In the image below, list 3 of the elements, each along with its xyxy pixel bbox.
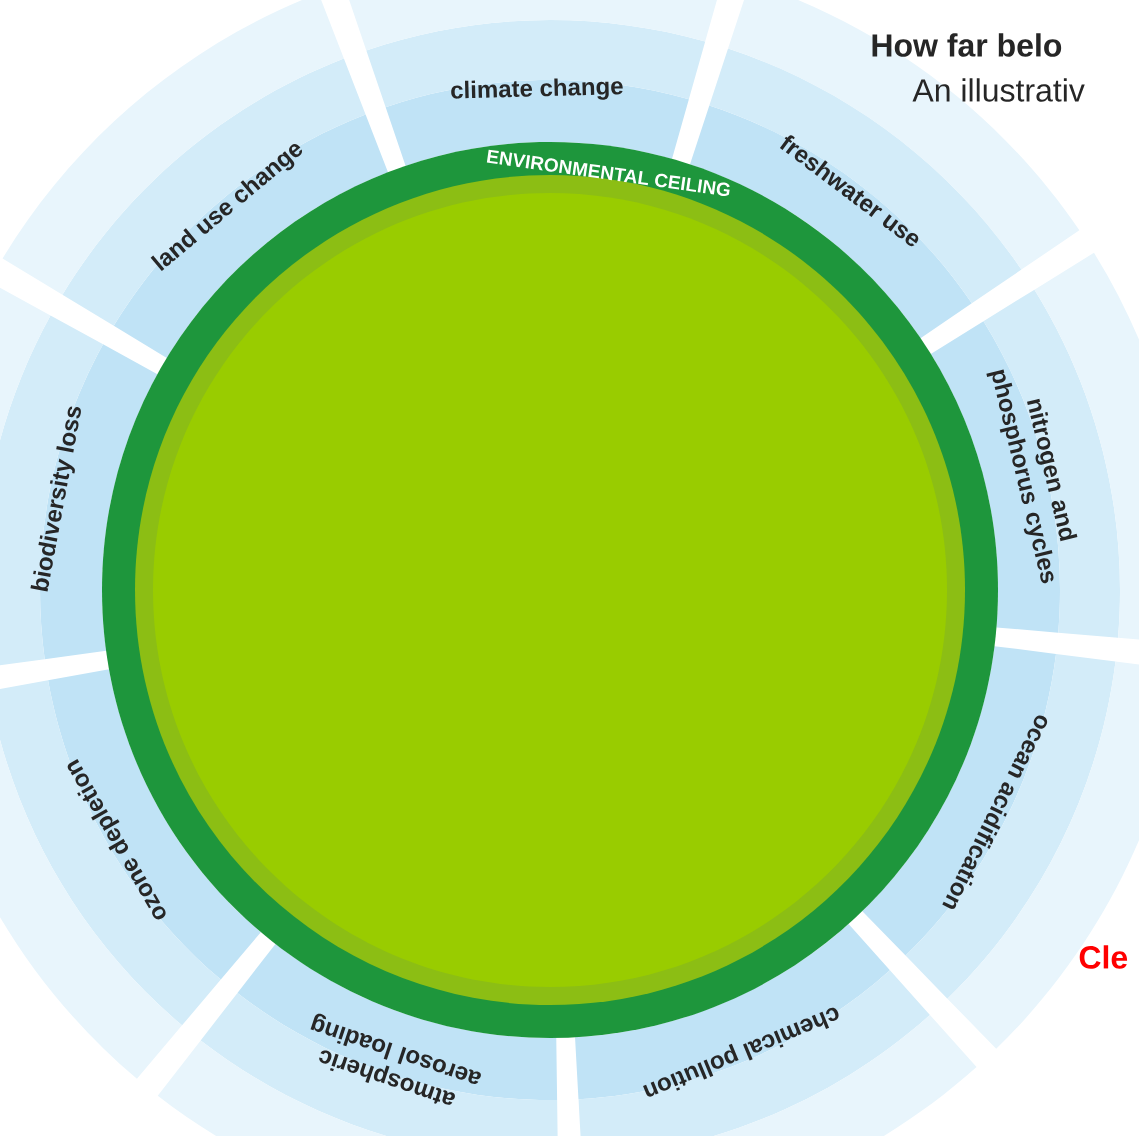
note-text: Cle — [1079, 945, 1128, 969]
node-label: climate change — [451, 78, 623, 100]
heading: How far belo — [872, 33, 1062, 57]
